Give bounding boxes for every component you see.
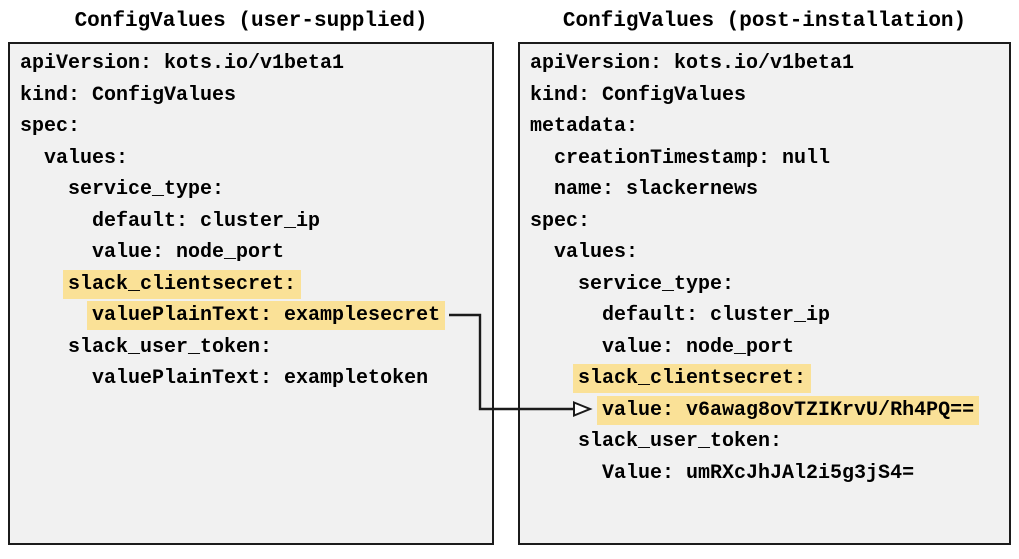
yaml-line-text: default: cluster_ip — [602, 304, 831, 327]
yaml-line: default: cluster_ip — [20, 206, 486, 238]
yaml-line: values: — [530, 237, 1003, 269]
yaml-line: apiVersion: kots.io/v1beta1 — [530, 48, 1003, 80]
indent — [20, 210, 92, 233]
indent — [530, 304, 602, 327]
right-panel-title: ConfigValues (post-installation) — [562, 10, 967, 33]
yaml-line-text: slack_user_token: — [68, 335, 273, 359]
yaml-line: creationTimestamp: null — [530, 143, 1003, 175]
indent — [530, 462, 602, 485]
yaml-line: spec: — [20, 111, 486, 143]
indent — [530, 336, 602, 359]
yaml-line-text: default: cluster_ip — [92, 209, 321, 233]
indent — [20, 367, 92, 390]
yaml-line-text-highlighted: slack_clientsecret: — [573, 364, 812, 393]
yaml-line-text: Value: umRXcJhJAl2i5g3jS4= — [602, 461, 915, 485]
left-panel-title: ConfigValues (user-supplied) — [74, 10, 428, 33]
yaml-code-block: apiVersion: kots.io/v1beta1 kind: ConfigV… — [520, 44, 1009, 489]
yaml-line-text: name: slackernews — [554, 178, 759, 201]
configvalues-user-supplied-panel: apiVersion: kots.io/v1beta1 kind: ConfigV… — [8, 42, 494, 545]
yaml-line: slack_user_token: — [20, 332, 486, 364]
indent — [530, 147, 554, 170]
yaml-line-text: values: — [554, 241, 639, 264]
yaml-line: service_type: — [20, 174, 486, 206]
yaml-line-text-highlighted: slack_clientsecret: — [63, 269, 302, 299]
yaml-line: default: cluster_ip — [530, 300, 1003, 332]
yaml-line: name: slackernews — [530, 174, 1003, 206]
yaml-line: slack_clientsecret: — [20, 269, 486, 301]
indent — [530, 430, 578, 453]
indent — [530, 399, 602, 422]
yaml-line-text: values: — [44, 146, 129, 170]
yaml-line-text: slack_user_token: — [578, 430, 783, 453]
indent — [530, 273, 578, 296]
yaml-line-text: creationTimestamp: null — [554, 146, 831, 170]
yaml-line: kind: ConfigValues — [530, 80, 1003, 112]
indent — [530, 367, 578, 390]
yaml-line-text: service_type: — [68, 178, 225, 201]
indent — [20, 241, 92, 264]
yaml-line: slack_user_token: — [530, 426, 1003, 458]
yaml-line-text: valuePlainText: exampletoken — [92, 367, 429, 390]
yaml-line-text: apiVersion: kots.io/v1beta1 — [530, 52, 855, 75]
indent — [20, 147, 44, 170]
indent — [20, 273, 68, 296]
yaml-line-text: kind: ConfigValues — [20, 83, 237, 107]
yaml-line-text-highlighted: value: v6awag8ovTZIKrvU/Rh4PQ== — [597, 395, 980, 425]
yaml-line-text: value: node_port — [602, 335, 795, 359]
yaml-line-text: kind: ConfigValues — [530, 83, 747, 107]
yaml-line: slack_clientsecret: — [530, 363, 1003, 395]
yaml-line: valuePlainText: examplesecret — [20, 300, 486, 332]
yaml-line: values: — [20, 143, 486, 175]
yaml-line-text: spec: — [20, 115, 81, 138]
yaml-line: metadata: — [530, 111, 1003, 143]
indent — [530, 178, 554, 201]
yaml-line-text: metadata: — [530, 115, 639, 138]
yaml-line-text: apiVersion: kots.io/v1beta1 — [20, 52, 345, 75]
yaml-line: kind: ConfigValues — [20, 80, 486, 112]
yaml-line: value: v6awag8ovTZIKrvU/Rh4PQ== — [530, 395, 1003, 427]
yaml-line: value: node_port — [530, 332, 1003, 364]
yaml-code-block: apiVersion: kots.io/v1beta1 kind: ConfigV… — [10, 44, 492, 395]
indent — [20, 336, 68, 359]
yaml-line: spec: — [530, 206, 1003, 238]
yaml-line: apiVersion: kots.io/v1beta1 — [20, 48, 486, 80]
indent — [530, 241, 554, 264]
yaml-line-text: service_type: — [578, 272, 735, 296]
yaml-line: valuePlainText: exampletoken — [20, 363, 486, 395]
yaml-line-text: value: node_port — [92, 241, 285, 264]
indent — [20, 178, 68, 201]
indent — [20, 304, 92, 327]
yaml-line: service_type: — [530, 269, 1003, 301]
configvalues-post-installation-panel: apiVersion: kots.io/v1beta1 kind: ConfigV… — [518, 42, 1011, 545]
yaml-line-text-highlighted: valuePlainText: examplesecret — [87, 301, 446, 330]
yaml-line: value: node_port — [20, 237, 486, 269]
yaml-line: Value: umRXcJhJAl2i5g3jS4= — [530, 458, 1003, 490]
yaml-line-text: spec: — [530, 209, 591, 233]
